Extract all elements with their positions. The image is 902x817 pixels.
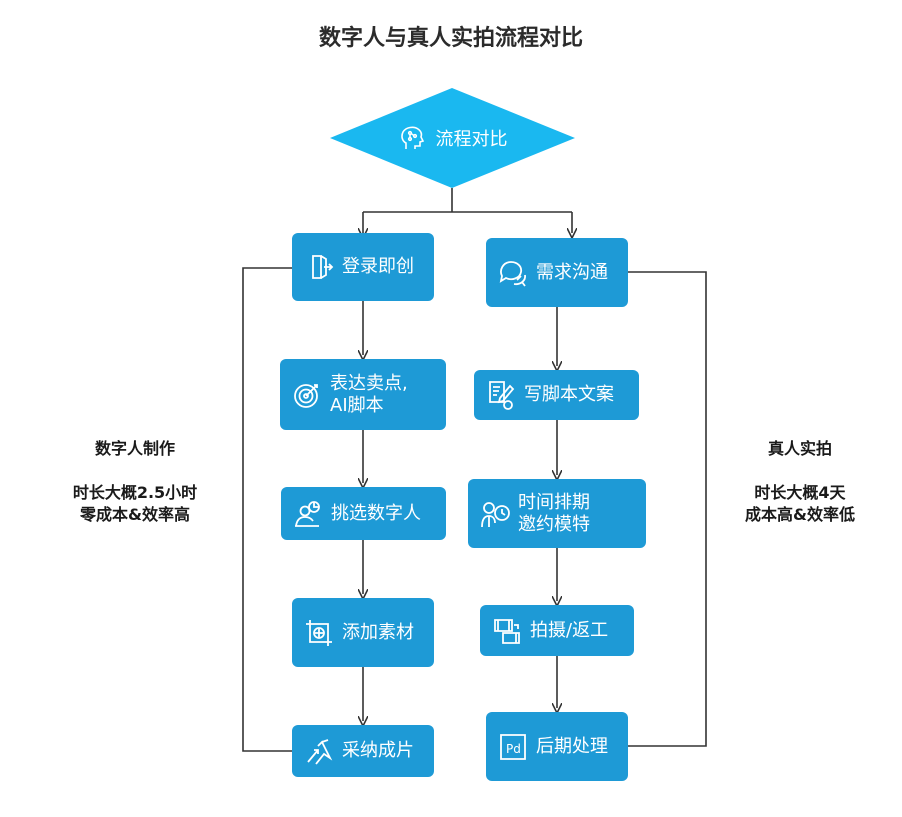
chat-bubbles-icon bbox=[499, 260, 526, 287]
pd-file-icon: Pd bbox=[500, 733, 526, 760]
right-side-heading: 真人实拍 bbox=[767, 439, 832, 458]
step-shooting-rework: 拍摄/返工 bbox=[480, 605, 634, 656]
left-side-cost: 零成本&效率高 bbox=[80, 505, 190, 524]
script-edit-icon bbox=[489, 381, 515, 410]
right-side-note: 真人实拍 时长大概4天 成本高&效率低 bbox=[715, 438, 885, 526]
step-write-script: 写脚本文案 bbox=[474, 370, 639, 420]
schedule-person-icon bbox=[481, 501, 510, 527]
left-side-duration: 时长大概2.5小时 bbox=[72, 483, 198, 502]
step-label: 需求沟通 bbox=[536, 261, 608, 283]
crop-frame-icon bbox=[306, 619, 332, 646]
film-reel-icon bbox=[494, 618, 520, 644]
root-label: 流程对比 bbox=[435, 129, 508, 150]
step-label: 时间排期 邀约模特 bbox=[518, 491, 590, 535]
right-side-cost: 成本高&效率低 bbox=[745, 505, 855, 524]
step-label: 写脚本文案 bbox=[524, 384, 614, 405]
step-label: 采纳成片 bbox=[342, 740, 414, 761]
target-icon bbox=[294, 383, 318, 408]
step-post-production: Pd 后期处理 bbox=[486, 712, 628, 781]
root-connector bbox=[363, 188, 572, 213]
step-express-selling-points: 表达卖点, AI脚本 bbox=[280, 359, 446, 430]
left-bracket-line bbox=[242, 267, 292, 752]
step-label: 拍摄/返工 bbox=[530, 619, 609, 641]
step-label: 登录即创 bbox=[342, 256, 414, 277]
person-select-icon bbox=[295, 500, 320, 527]
left-side-heading: 数字人制作 bbox=[94, 439, 175, 458]
export-arrows-icon bbox=[307, 739, 333, 765]
left-side-note: 数字人制作 时长大概2.5小时 零成本&效率高 bbox=[50, 438, 220, 526]
login-door-icon bbox=[312, 255, 334, 279]
step-label: 挑选数字人 bbox=[331, 502, 421, 524]
root-diamond bbox=[330, 88, 575, 188]
step-label: 表达卖点, AI脚本 bbox=[330, 372, 408, 416]
step-add-material: 添加素材 bbox=[292, 598, 434, 667]
diagram-title: 数字人与真人实拍流程对比 bbox=[318, 26, 583, 51]
step-label: 添加素材 bbox=[342, 621, 414, 643]
step-login: 登录即创 bbox=[292, 233, 434, 301]
step-choose-avatar: 挑选数字人 bbox=[281, 487, 446, 540]
root-node: 流程对比 bbox=[330, 88, 575, 188]
step-requirement-communication: 需求沟通 bbox=[486, 238, 628, 307]
head-circuit-icon bbox=[400, 126, 424, 149]
right-bracket-line bbox=[628, 271, 707, 747]
right-side-duration: 时长大概4天 bbox=[754, 483, 846, 502]
step-adopt-video: 采纳成片 bbox=[292, 725, 434, 777]
step-label: 后期处理 bbox=[536, 735, 608, 757]
svg-text:Pd: Pd bbox=[506, 742, 521, 756]
step-schedule-model: 时间排期 邀约模特 bbox=[468, 479, 646, 548]
